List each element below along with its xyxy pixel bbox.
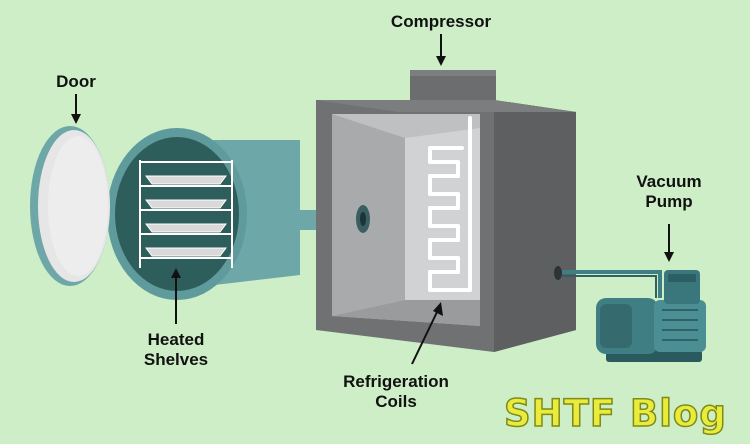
refrigeration-coils [428,116,472,292]
refrigeration-coils-label: Refrigeration Coils [343,372,449,411]
vacuum-pump-label: Vacuum Pump [636,172,702,211]
label-arrows [71,34,674,365]
heated-shelves-label: Heated Shelves [143,330,209,369]
drying-cylinder [107,128,318,300]
compressor-label: Compressor [390,12,492,31]
watermark: SHTF Blog [503,391,727,436]
door-label: Door [56,72,96,91]
vacuum-hose [562,270,662,298]
compressor [410,70,496,100]
door [30,126,110,286]
heated-shelves [139,160,233,268]
vacuum-pump [596,270,706,362]
